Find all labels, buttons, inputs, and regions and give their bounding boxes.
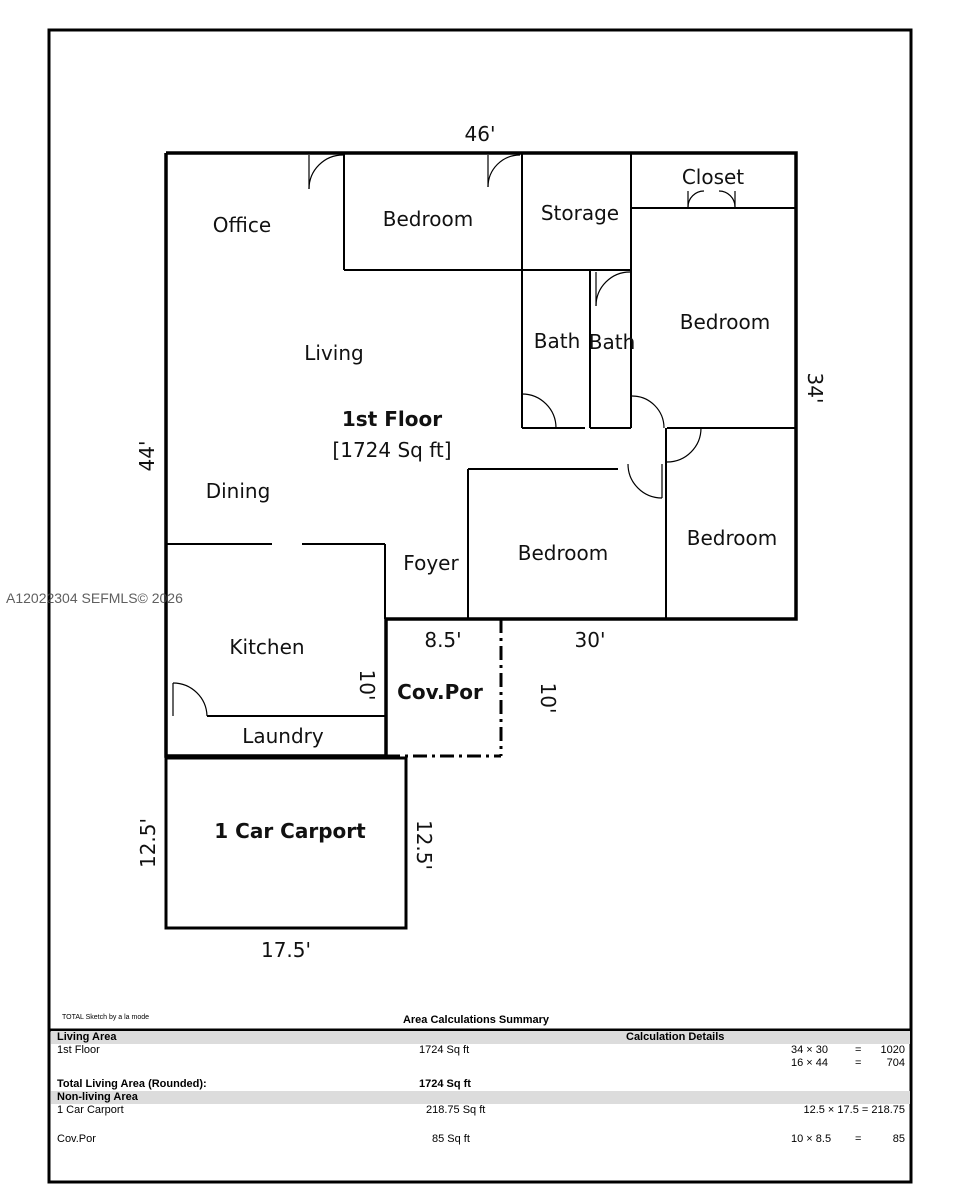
- exterior-walls: [164, 151, 798, 758]
- dim-porch-right: 10': [536, 683, 560, 714]
- total-living-label: Total Living Area (Rounded):: [57, 1078, 207, 1090]
- calc2-row: 16 × 44 = 704: [51, 1057, 910, 1070]
- spacer-row: [51, 1070, 910, 1078]
- room-label-closet: Closet: [682, 165, 744, 189]
- room-label-cov-por: Cov.Por: [397, 680, 483, 704]
- calc1-expression: 34 × 30: [791, 1044, 829, 1056]
- nonliving-header-row: Non-living Area: [51, 1091, 910, 1104]
- calc2-value: 704: [886, 1057, 905, 1069]
- calc2-equals: =: [855, 1057, 862, 1069]
- dim-carport-right: 12.5': [412, 820, 436, 870]
- covpor-equals: =: [855, 1133, 862, 1145]
- spacer-row-2: [51, 1117, 910, 1133]
- dim-carport-bottom: 17.5': [261, 938, 311, 962]
- calc-details-header: Calculation Details: [626, 1031, 725, 1043]
- covered-porch-outline: [384, 619, 503, 758]
- floor-area: [1724 Sq ft]: [332, 438, 451, 462]
- carport-outline: [164, 756, 408, 930]
- living-area-header: Living Area: [57, 1031, 117, 1043]
- sketch-credit: TOTAL Sketch by a la mode: [62, 1014, 150, 1021]
- carport-calc: 12.5 × 17.5 = 218.75: [803, 1104, 905, 1116]
- summary-title: Area Calculations Summary: [402, 1014, 550, 1026]
- dim-top: 46': [465, 122, 496, 146]
- door-swings: [172, 154, 736, 717]
- interior-walls: [166, 153, 796, 717]
- total-living-row: Total Living Area (Rounded): 1724 Sq ft: [51, 1078, 910, 1091]
- listing-watermark: A12022304 SEFMLS© 2026: [6, 590, 183, 606]
- dim-bottom-right: 30': [575, 628, 606, 652]
- carport-row: 1 Car Carport 218.75 Sq ft 12.5 × 17.5 =…: [51, 1104, 910, 1117]
- room-label-living: Living: [304, 341, 363, 365]
- page-frame: [47, 28, 913, 1184]
- calc1-value: 1020: [880, 1044, 905, 1056]
- room-label-office: Office: [213, 213, 271, 237]
- floor-title: 1st Floor: [342, 407, 442, 431]
- carport-area: 218.75 Sq ft: [426, 1104, 486, 1116]
- room-label-bedroom-right-upper: Bedroom: [680, 310, 770, 334]
- dim-porch-width: 8.5': [424, 628, 461, 652]
- room-label-laundry: Laundry: [242, 724, 324, 748]
- room-label-foyer: Foyer: [403, 551, 459, 575]
- first-floor-label: 1st Floor: [57, 1044, 100, 1056]
- room-label-bedroom-center: Bedroom: [518, 541, 608, 565]
- dim-carport-left: 12.5': [136, 818, 160, 868]
- room-label-kitchen: Kitchen: [229, 635, 304, 659]
- dim-right: 34': [803, 373, 827, 404]
- calc1-equals: =: [855, 1044, 862, 1056]
- covpor-value: 85: [892, 1133, 905, 1145]
- covpor-label: Cov.Por: [57, 1133, 96, 1145]
- dim-left: 44': [135, 441, 159, 472]
- total-living-value: 1724 Sq ft: [419, 1078, 471, 1090]
- room-label-bath-2: Bath: [589, 330, 636, 354]
- room-label-dining: Dining: [206, 479, 271, 503]
- covpor-row: Cov.Por 85 Sq ft 10 × 8.5 = 85: [51, 1133, 910, 1146]
- room-label-storage: Storage: [541, 201, 619, 225]
- covpor-expression: 10 × 8.5: [791, 1133, 832, 1145]
- room-label-bedroom-right-lower: Bedroom: [687, 526, 777, 550]
- covpor-area: 85 Sq ft: [432, 1133, 470, 1145]
- area-calculations-table: Living Area Calculation Details 1st Floo…: [51, 1031, 910, 1146]
- nonliving-header: Non-living Area: [57, 1091, 138, 1103]
- dim-porch-left: 10': [355, 670, 379, 701]
- calc2-expression: 16 × 44: [791, 1057, 829, 1069]
- first-floor-area: 1724 Sq ft: [419, 1044, 470, 1056]
- room-label-bedroom-top: Bedroom: [383, 207, 473, 231]
- living-area-header-row: Living Area Calculation Details: [51, 1031, 910, 1044]
- first-floor-row: 1st Floor 1724 Sq ft 34 × 30 = 1020: [51, 1044, 910, 1057]
- room-label-bath-1: Bath: [534, 329, 581, 353]
- room-label-carport: 1 Car Carport: [214, 819, 366, 843]
- carport-label: 1 Car Carport: [57, 1104, 124, 1116]
